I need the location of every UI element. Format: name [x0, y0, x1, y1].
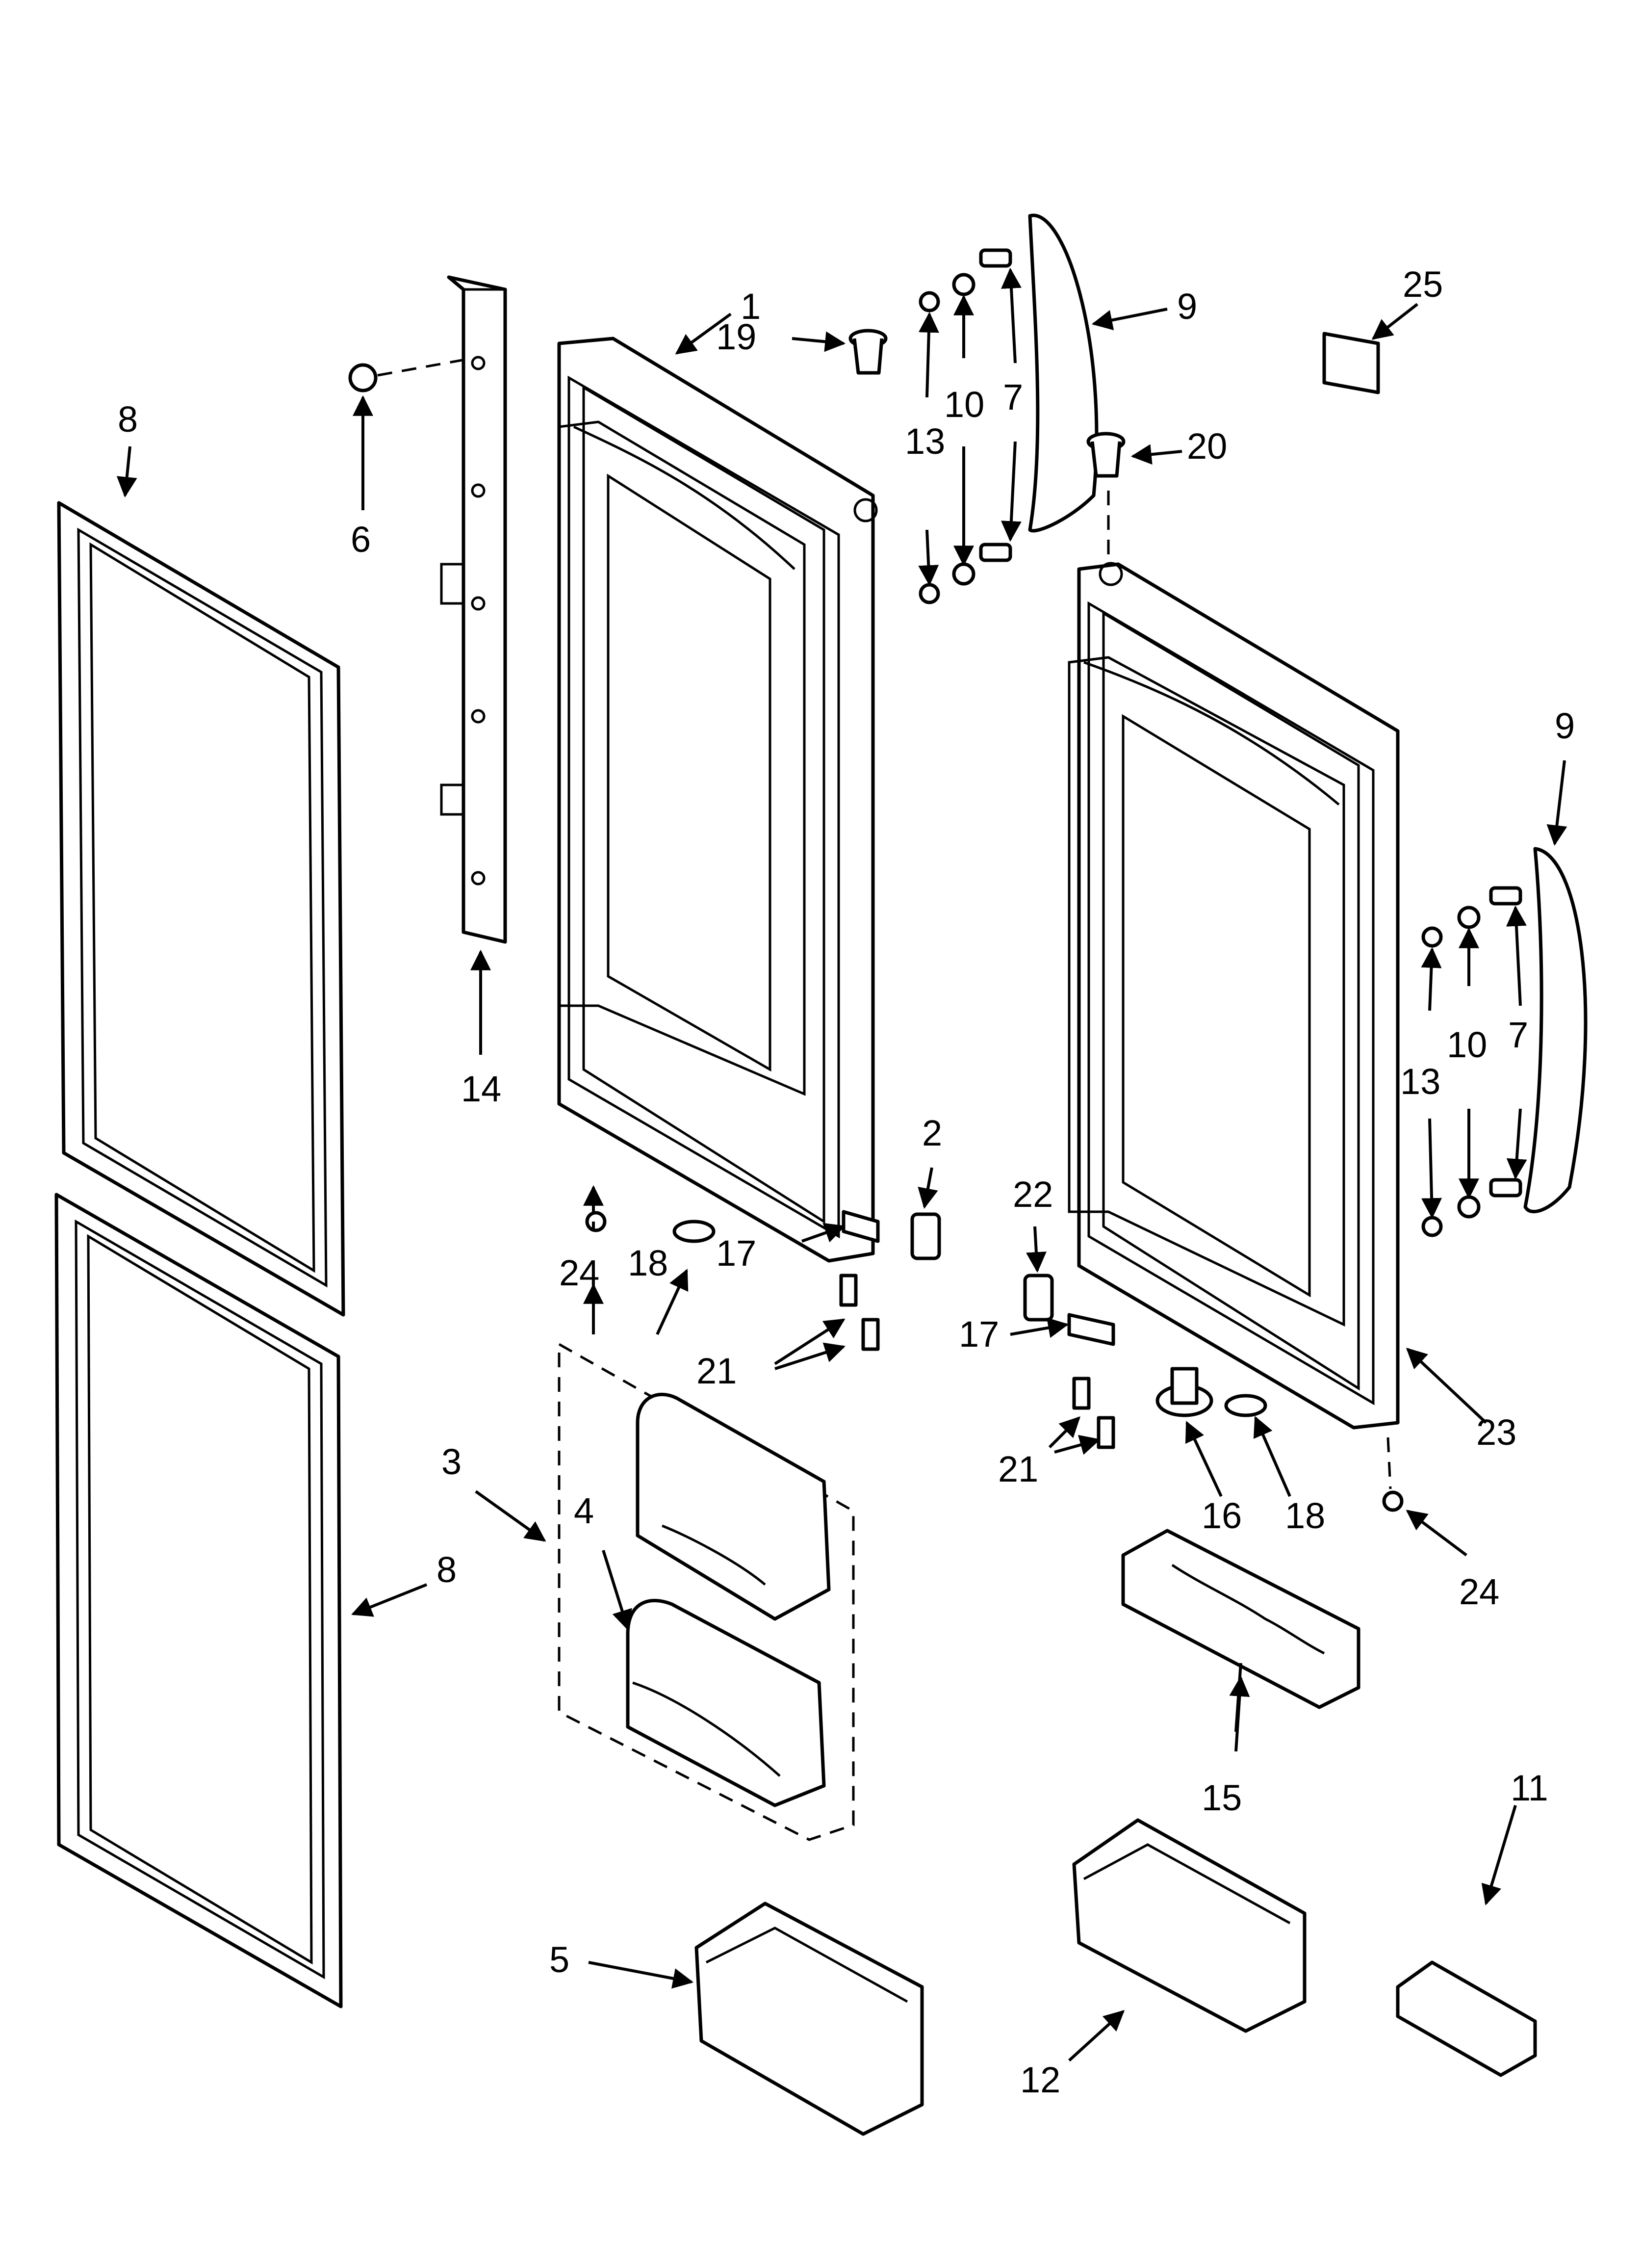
label-plate — [1322, 332, 1380, 394]
callout-24-right: 24 — [1459, 1571, 1499, 1612]
callout-14: 14 — [461, 1069, 501, 1109]
callout-2: 2 — [922, 1113, 942, 1153]
bushing-19 — [848, 329, 888, 375]
callout-9-lower: 9 — [1555, 705, 1575, 746]
bushing-20 — [1086, 432, 1126, 564]
callout-18-left: 18 — [628, 1243, 668, 1283]
callout-1: 1 — [741, 286, 761, 327]
leader-lines — [116, 267, 1567, 2062]
callout-7-upper: 7 — [1003, 377, 1023, 417]
callout-22: 22 — [1013, 1174, 1053, 1215]
door-bin-5 — [694, 1902, 924, 2136]
refrigerator-door-left — [557, 337, 878, 1263]
dairy-assembly — [558, 1342, 855, 1841]
callout-16: 16 — [1202, 1495, 1242, 1536]
callout-18-right: 18 — [1285, 1495, 1325, 1536]
callout-21-right: 21 — [998, 1449, 1038, 1489]
callout-19: 19 — [716, 316, 756, 357]
callout-4: 4 — [574, 1490, 594, 1531]
callout-15: 15 — [1202, 1777, 1242, 1818]
callout-5: 5 — [549, 1939, 569, 1980]
callout-20: 20 — [1187, 426, 1227, 467]
callout-24-left: 24 — [559, 1252, 599, 1293]
callout-9-upper: 9 — [1177, 286, 1197, 327]
hinge-parts-left — [585, 1210, 941, 1351]
callout-10-upper: 10 — [944, 384, 984, 425]
callout-7-lower: 7 — [1508, 1015, 1528, 1055]
callout-17-right: 17 — [959, 1314, 999, 1355]
callout-8-lower: 8 — [436, 1549, 457, 1590]
door-bin-12 — [1072, 1818, 1307, 2033]
hinge-parts-right — [1023, 1274, 1404, 1512]
callout-17-left: 17 — [716, 1233, 756, 1274]
callout-3: 3 — [441, 1441, 462, 1482]
handle-fasteners-upper — [919, 248, 1012, 604]
door-bin-11 — [1396, 1960, 1537, 2077]
handle-fasteners-lower — [1421, 886, 1522, 1237]
callout-21-left: 21 — [696, 1351, 737, 1391]
egg-tray — [1121, 1529, 1360, 1709]
door-gasket-lower — [54, 1193, 343, 2008]
hinge-strip — [440, 275, 507, 944]
callout-25: 25 — [1403, 264, 1443, 305]
callout-13-lower: 13 — [1400, 1061, 1440, 1102]
callout-10-lower: 10 — [1447, 1024, 1487, 1065]
screw-6 — [348, 357, 474, 392]
callout-13-upper: 13 — [905, 421, 945, 462]
callout-6: 6 — [351, 519, 371, 560]
door-handle-upper — [1028, 213, 1099, 533]
door-handle-lower — [1523, 847, 1588, 1214]
callout-23: 23 — [1476, 1412, 1516, 1453]
callout-8-upper: 8 — [118, 399, 138, 440]
callout-11: 11 — [1511, 1768, 1548, 1808]
refrigerator-door-right — [1068, 562, 1400, 1430]
callout-12: 12 — [1020, 2059, 1060, 2100]
door-gasket-upper — [57, 501, 345, 1317]
callout-labels: 1 19 9 25 20 10 13 7 8 6 14 9 10 13 7 2 … — [118, 264, 1575, 2100]
